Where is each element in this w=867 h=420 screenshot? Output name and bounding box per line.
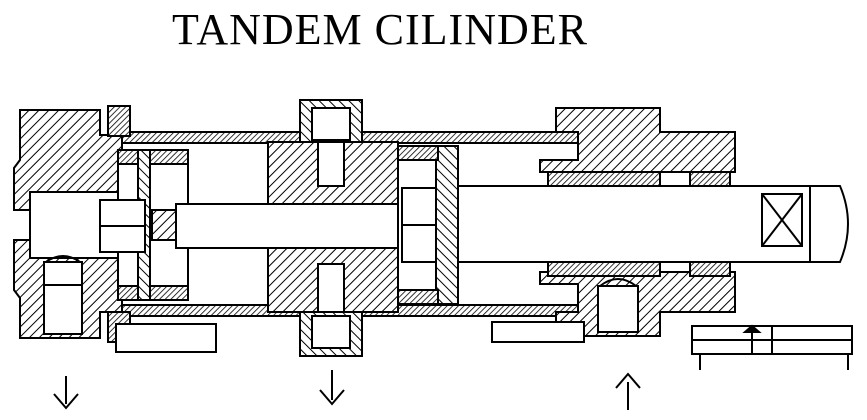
rear-piston-nut <box>99 199 177 253</box>
port-arrow-left <box>53 376 79 410</box>
front-port-fitting <box>597 278 639 333</box>
mounting-feet <box>115 321 585 353</box>
port-arrow-middle <box>319 370 345 406</box>
rear-port-fitting <box>43 255 83 335</box>
rod-end-wrench-flats <box>761 185 849 263</box>
front-piston <box>397 145 459 305</box>
intermediate-bulkhead <box>267 99 399 357</box>
port-arrow-right <box>615 372 641 410</box>
cylinder-symbol <box>691 324 853 370</box>
diagram-title: TANDEM CILINDER <box>172 5 588 54</box>
